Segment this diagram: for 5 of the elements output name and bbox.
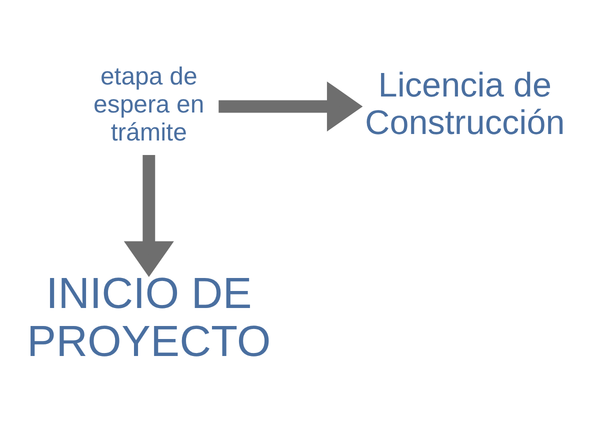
- node-text: Licencia de Construcción: [364, 66, 565, 142]
- arrow: [218, 81, 363, 132]
- node-text: etapa de espera en trámite: [94, 62, 204, 146]
- node-text: INICIO DE PROYECTO: [27, 270, 271, 366]
- arrow: [124, 155, 174, 278]
